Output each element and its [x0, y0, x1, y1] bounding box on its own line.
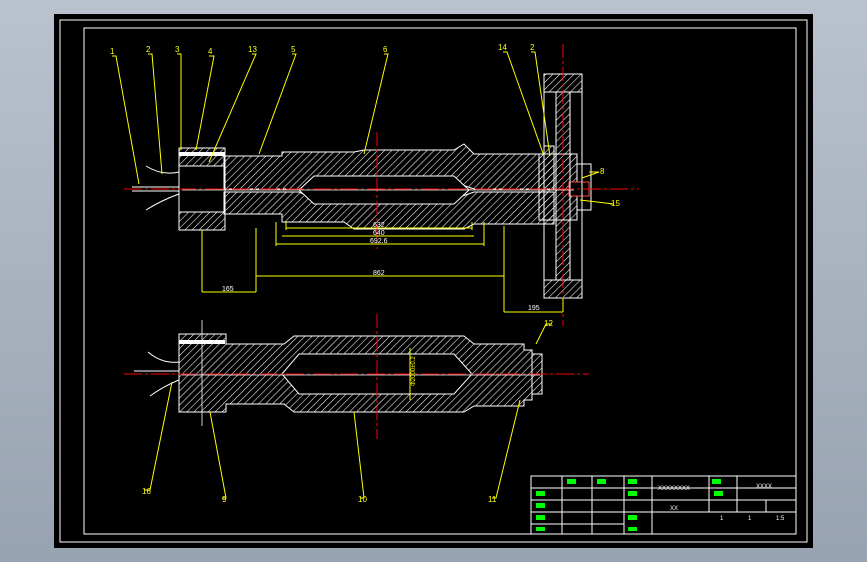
- leader-14: [503, 51, 545, 157]
- left-bearing-upper-band: [179, 152, 225, 156]
- inner-frame: [83, 27, 797, 535]
- balloon-13: 13: [248, 45, 257, 54]
- leader-5: [258, 53, 297, 155]
- tb-mark: [536, 515, 545, 520]
- tb-mark: [714, 491, 723, 496]
- title-block-frame: [530, 475, 797, 535]
- tb-ratio: 1:5: [776, 516, 785, 522]
- balloon-4: 4: [208, 47, 213, 56]
- balloon-6: 6: [383, 45, 388, 54]
- outer-frame: [59, 19, 808, 543]
- tb-sheet: 1: [720, 516, 724, 522]
- top-dimensions: [201, 222, 564, 313]
- dim-692: 692.6: [370, 238, 388, 245]
- leader-3: [177, 53, 182, 150]
- dim-195: 195: [528, 305, 540, 312]
- balloon-14: 14: [498, 43, 507, 52]
- tb-mark: [536, 503, 545, 508]
- tb-mark: [628, 479, 637, 484]
- tb-mark: [628, 491, 637, 496]
- dim-165: 165: [222, 286, 234, 293]
- dim-632: 632: [373, 222, 385, 229]
- left-bearing-upper: [178, 147, 226, 167]
- tb-mark: [536, 491, 545, 496]
- title-block: [530, 475, 797, 535]
- dimension-labels: 632 640 692.6 862 165 195 Φ2000±0.2: [222, 222, 540, 386]
- leader-10: [353, 411, 365, 499]
- balloon-8: 8: [600, 167, 605, 176]
- balloon-labels: 1 2 3 4 13 5 6 14 2 8 15 12 16 9 10 11: [110, 43, 620, 504]
- title-block-text: XXXXXXXX XXXX XX 1 1 1:5: [658, 484, 785, 522]
- tb-material: XXXX: [756, 484, 772, 490]
- bottom-leaders: [144, 323, 552, 499]
- leader-6: [363, 53, 389, 155]
- bottom-nozzle-upper: [147, 351, 180, 363]
- leader-16: [144, 381, 173, 491]
- bottom-nozzle-lower: [149, 379, 180, 397]
- tb-drawing-name: XXXXXXXX: [658, 486, 690, 492]
- leader-13: [208, 53, 257, 163]
- dim-vertical: Φ2000±0.2: [411, 356, 417, 386]
- dim-862: 862: [373, 270, 385, 277]
- leader-12: [535, 323, 552, 345]
- balloon-10: 10: [358, 495, 367, 504]
- leader-9: [209, 411, 227, 499]
- balloon-2-right: 2: [530, 43, 535, 52]
- tb-mark: [536, 527, 545, 531]
- balloon-15: 15: [611, 199, 620, 208]
- balloon-12: 12: [544, 319, 553, 328]
- balloon-9: 9: [222, 495, 227, 504]
- leader-1: [112, 55, 140, 185]
- balloon-5: 5: [291, 45, 296, 54]
- top-leaders: [112, 51, 615, 205]
- bottom-shaft-view: [124, 314, 589, 439]
- tb-mark: [628, 515, 637, 520]
- dim-640: 640: [373, 230, 385, 237]
- tb-sheets: 1: [748, 516, 752, 522]
- cad-drawing: 1 2 3 4 13 5 6 14 2 8 15 12 16 9 10 11 6…: [59, 19, 808, 543]
- left-nozzle-upper: [145, 165, 180, 174]
- balloon-3: 3: [175, 45, 180, 54]
- left-nozzle-lower: [145, 193, 180, 211]
- balloon-2: 2: [146, 45, 151, 54]
- tb-mark: [597, 479, 606, 484]
- tb-mark: [628, 527, 637, 531]
- leader-2: [148, 53, 163, 175]
- drawing-sheet: 1 2 3 4 13 5 6 14 2 8 15 12 16 9 10 11 6…: [54, 14, 813, 548]
- balloon-11: 11: [488, 495, 497, 504]
- leader-4: [195, 55, 215, 151]
- balloon-16: 16: [142, 487, 151, 496]
- balloon-1: 1: [110, 47, 115, 56]
- leader-2r: [531, 51, 551, 157]
- left-bearing-lower: [178, 211, 226, 231]
- tb-designer: XX: [670, 506, 678, 512]
- title-block-green-marks: [536, 479, 723, 531]
- leader-8: [581, 171, 600, 179]
- top-assembly-view: [124, 44, 639, 326]
- leader-11: [492, 399, 521, 499]
- tb-mark: [567, 479, 576, 484]
- tb-mark: [712, 479, 721, 484]
- leader-15: [579, 199, 615, 205]
